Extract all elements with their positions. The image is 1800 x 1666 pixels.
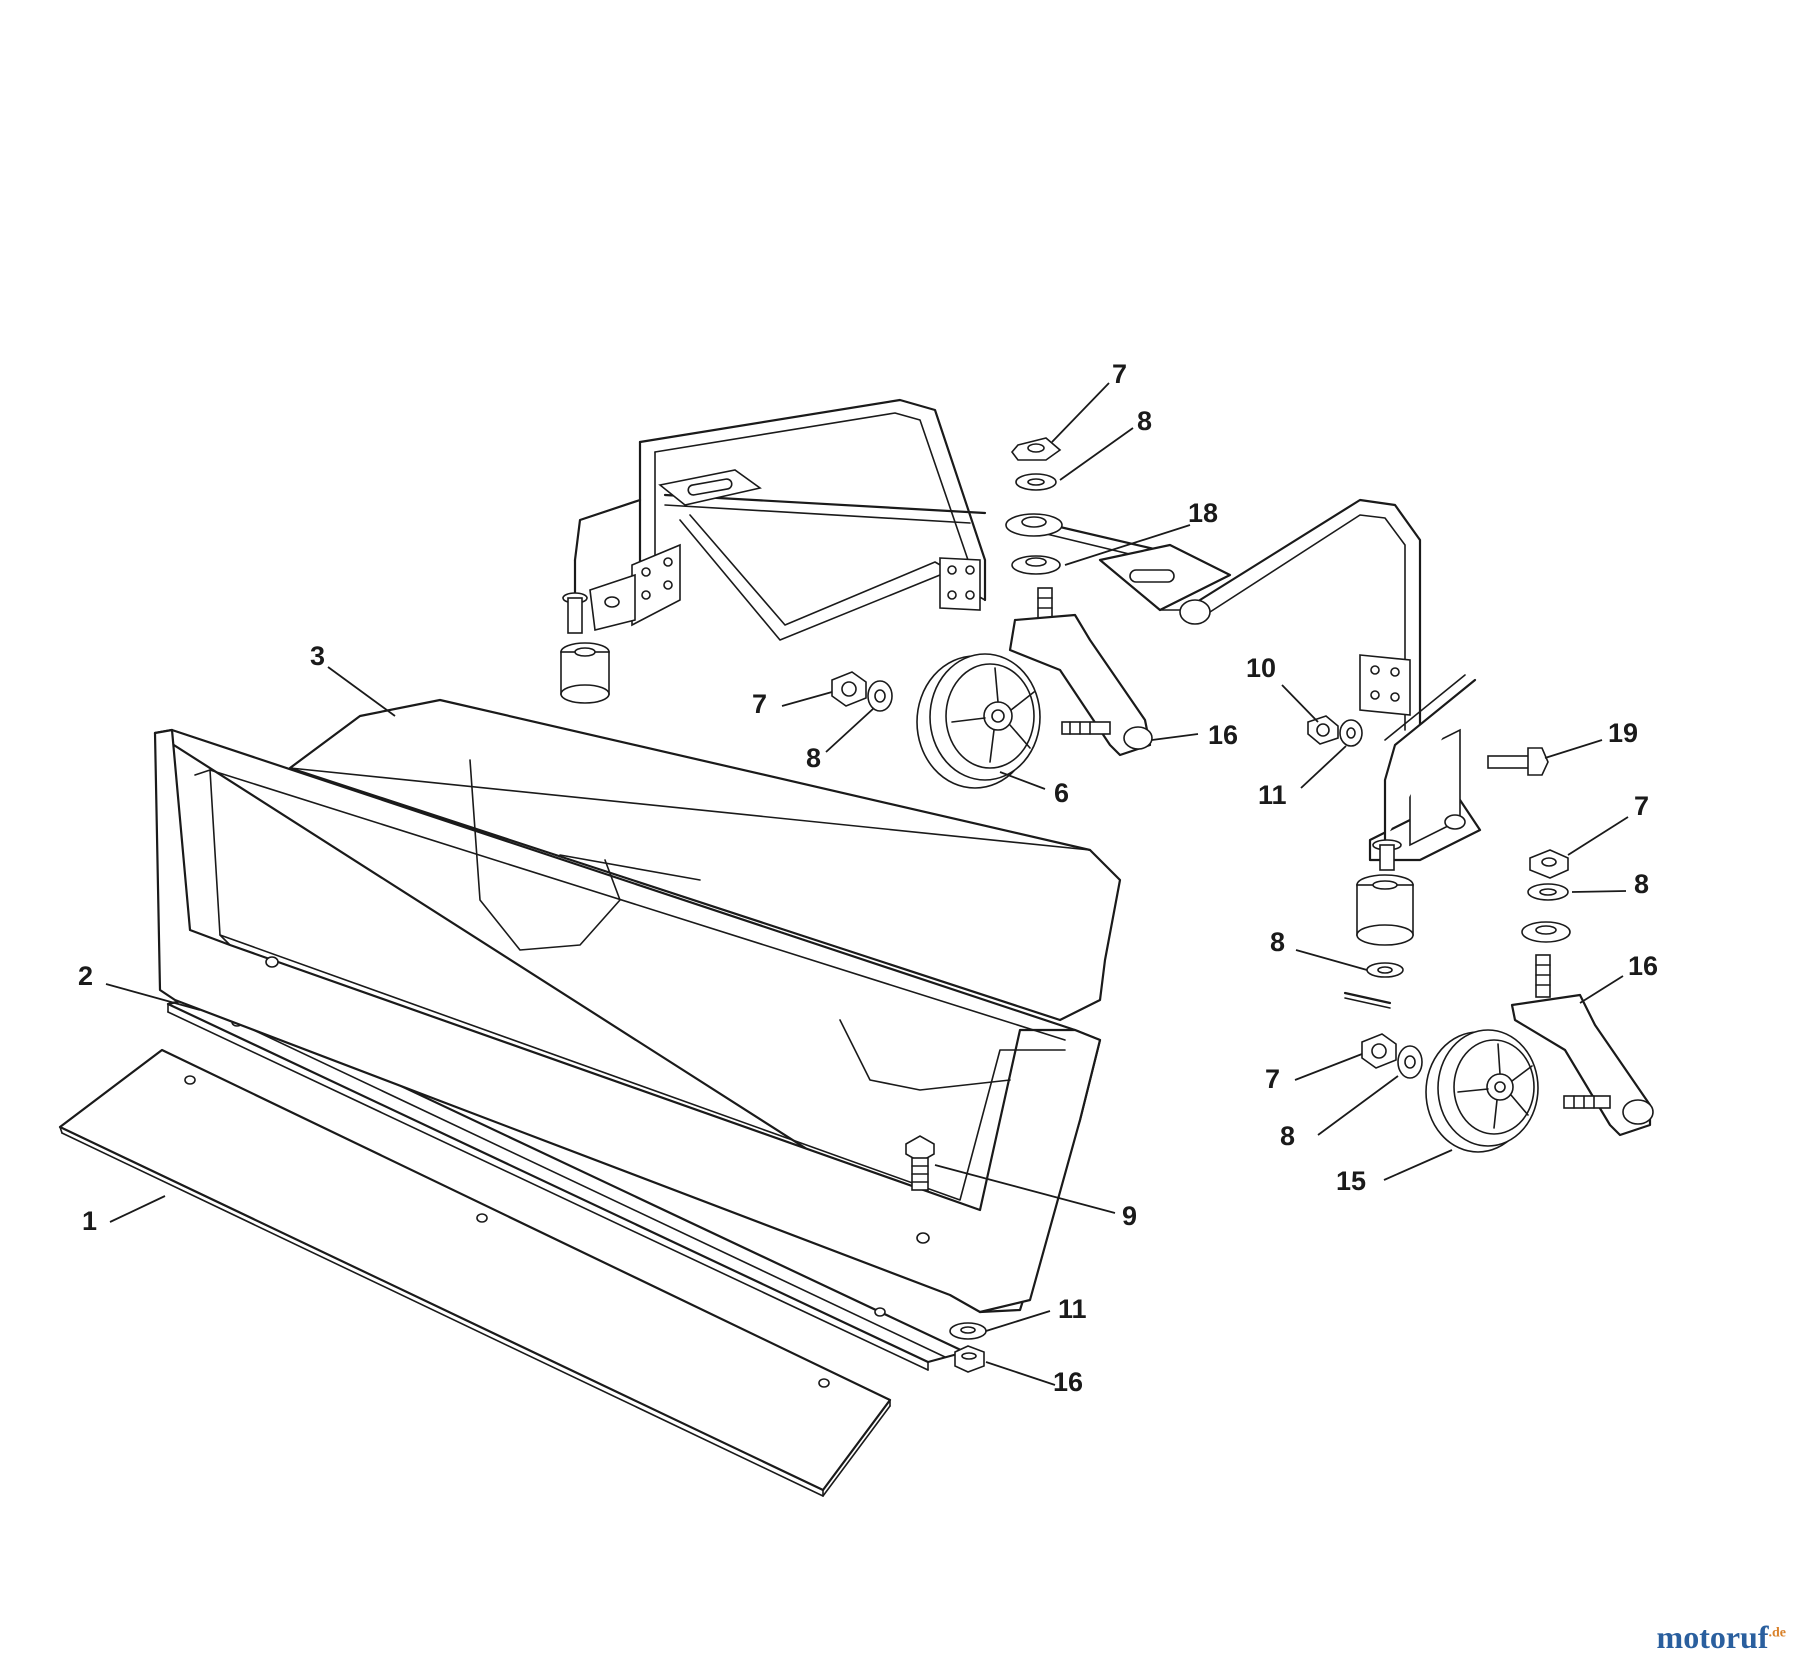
part-nut-10 <box>1307 715 1339 745</box>
part-wheel-lower <box>1425 1029 1539 1153</box>
watermark-main: motoruf <box>1656 1619 1769 1655</box>
callout-8: 8 <box>806 743 821 773</box>
part-wheel-upper <box>916 653 1041 789</box>
callout-16: 16 <box>1628 951 1658 981</box>
callout-1: 1 <box>82 1206 97 1236</box>
part-right-frame <box>1028 498 1482 1009</box>
part-bolt-19 <box>1487 747 1549 776</box>
part-washer-8e <box>1397 1045 1423 1079</box>
part-nut-16c <box>954 1345 985 1373</box>
callout-8: 8 <box>1634 869 1649 899</box>
callout-7: 7 <box>1634 791 1649 821</box>
callout-3: 3 <box>310 641 325 671</box>
callout-8: 8 <box>1137 406 1152 436</box>
part-top-stack <box>1005 437 1063 634</box>
callout-6: 6 <box>1054 778 1069 808</box>
part-chute <box>153 698 1122 1314</box>
part-arm-upper <box>1008 613 1153 757</box>
callout-8: 8 <box>1280 1121 1295 1151</box>
watermark-logo: motoruf.de <box>1657 1619 1786 1656</box>
callout-7: 7 <box>752 689 767 719</box>
part-washer-8b <box>867 680 893 712</box>
part-washer-11a <box>1339 719 1363 747</box>
callout-7: 7 <box>1265 1064 1280 1094</box>
callout-2: 2 <box>78 961 93 991</box>
watermark-tld: .de <box>1768 1625 1787 1641</box>
callout-11: 11 <box>1058 1294 1087 1324</box>
part-washer-11b <box>949 1322 987 1340</box>
callout-7: 7 <box>1112 359 1127 389</box>
part-lower-stack <box>1521 849 1571 943</box>
callout-8: 8 <box>1270 927 1285 957</box>
callout-labels: 7 8 18 3 7 8 6 16 10 11 19 7 8 8 16 2 7 … <box>78 359 1658 1397</box>
part-arm-lower <box>1510 954 1654 1137</box>
callout-19: 19 <box>1608 718 1638 748</box>
callout-16: 16 <box>1053 1367 1083 1397</box>
callout-11: 11 <box>1258 780 1287 810</box>
part-plate <box>58 1048 892 1497</box>
callout-18: 18 <box>1188 498 1218 528</box>
callout-15: 15 <box>1336 1166 1366 1196</box>
callout-16: 16 <box>1208 720 1238 750</box>
callout-9: 9 <box>1122 1201 1137 1231</box>
part-left-frame <box>560 398 987 704</box>
part-nut-7d <box>1361 1033 1397 1069</box>
part-nut-7b <box>831 671 867 707</box>
bolt-9 <box>905 1135 935 1191</box>
callout-10: 10 <box>1246 653 1276 683</box>
leader-lines <box>105 382 1629 1386</box>
